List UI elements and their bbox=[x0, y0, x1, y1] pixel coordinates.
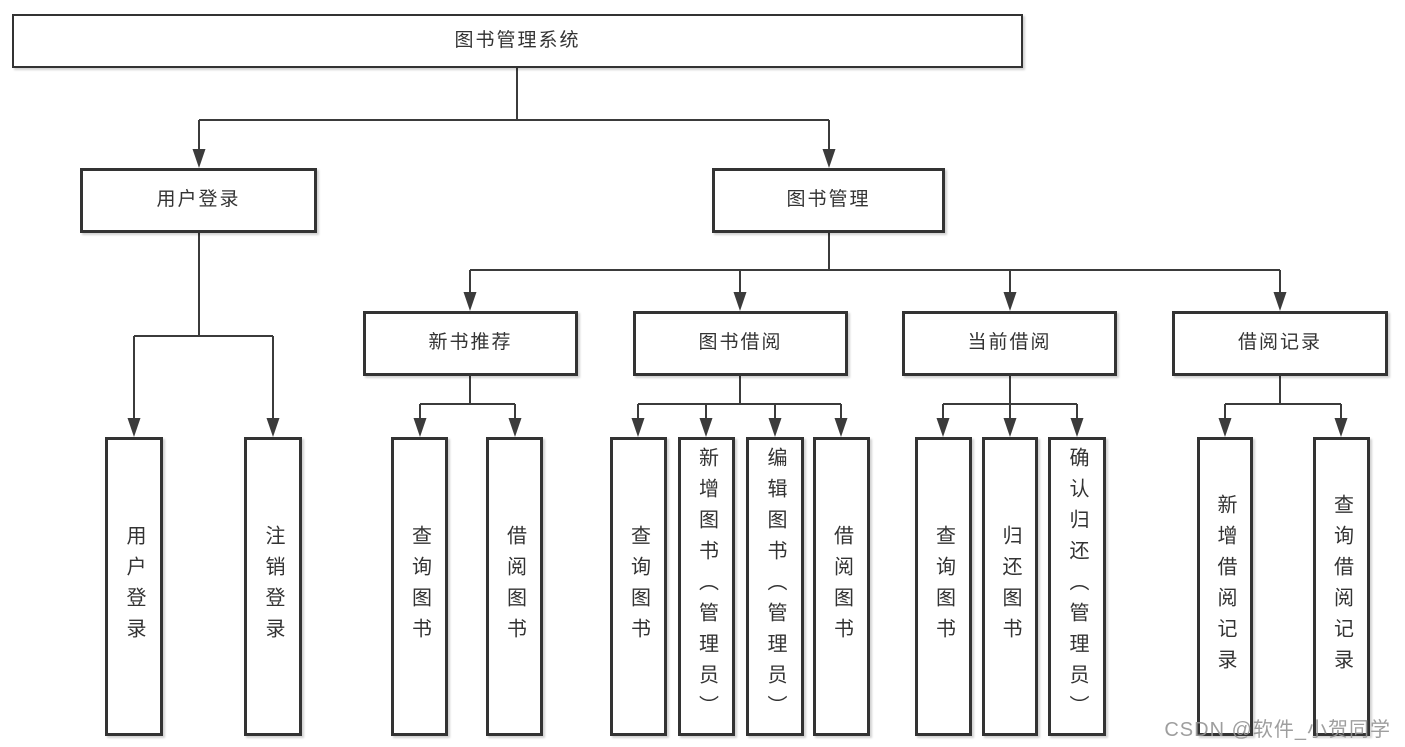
node-borrowing-records: 借阅记录 bbox=[1172, 311, 1388, 376]
node-new-book-recommend: 新书推荐 bbox=[363, 311, 578, 376]
connector-current-arrowheads bbox=[936, 418, 1084, 437]
leaf-recommend-borrow-books: 借阅图书 bbox=[486, 437, 543, 736]
leaf-current-query-books: 查询图书 bbox=[915, 437, 972, 736]
connector-recommend-children bbox=[419, 376, 516, 419]
node-book-borrowing: 图书借阅 bbox=[633, 311, 848, 376]
leaf-borrowing-edit-books-admin-label: 编辑图书（管理员） bbox=[764, 447, 786, 726]
node-borrowing-records-label: 借阅记录 bbox=[1237, 332, 1322, 354]
leaf-current-return-books: 归还图书 bbox=[982, 437, 1038, 736]
leaf-user-login-label: 用户登录 bbox=[123, 524, 145, 649]
connector-root-to-level2-arrowheads bbox=[192, 149, 836, 168]
connector-records-arrowheads bbox=[1218, 418, 1348, 437]
leaf-logout-label: 注销登录 bbox=[262, 524, 284, 649]
leaf-records-query-record-label: 查询借阅记录 bbox=[1330, 493, 1353, 680]
leaf-current-confirm-return-admin-label: 确认归还（管理员） bbox=[1066, 447, 1088, 726]
connector-borrowing-children bbox=[637, 376, 842, 419]
node-new-book-recommend-label: 新书推荐 bbox=[428, 332, 513, 354]
leaf-current-confirm-return-admin: 确认归还（管理员） bbox=[1048, 437, 1106, 736]
leaf-borrowing-edit-books-admin: 编辑图书（管理员） bbox=[746, 437, 804, 736]
node-book-management-label: 图书管理 bbox=[786, 189, 871, 211]
node-current-borrowing-label: 当前借阅 bbox=[967, 332, 1052, 354]
node-book-borrowing-label: 图书借阅 bbox=[698, 332, 783, 354]
node-library-system-label: 图书管理系统 bbox=[454, 29, 581, 51]
leaf-current-return-books-label: 归还图书 bbox=[999, 524, 1021, 649]
leaf-recommend-query-books: 查询图书 bbox=[391, 437, 448, 736]
leaf-borrowing-borrow-books: 借阅图书 bbox=[813, 437, 870, 736]
leaf-borrowing-query-books-label: 查询图书 bbox=[627, 524, 650, 649]
connector-book-management-children bbox=[469, 233, 1281, 293]
connector-records-children bbox=[1224, 376, 1342, 419]
connector-borrowing-arrowheads bbox=[631, 418, 848, 437]
leaf-recommend-borrow-books-label: 借阅图书 bbox=[503, 524, 526, 649]
leaf-borrowing-borrow-books-label: 借阅图书 bbox=[830, 524, 853, 649]
node-user-login: 用户登录 bbox=[80, 168, 317, 233]
leaf-recommend-query-books-label: 查询图书 bbox=[408, 524, 431, 649]
connector-user-login-children bbox=[133, 233, 274, 419]
connector-book-management-arrowheads bbox=[463, 292, 1287, 311]
connector-current-children bbox=[942, 376, 1078, 419]
connector-user-login-arrowheads bbox=[127, 418, 280, 437]
connector-root-to-level2 bbox=[198, 68, 830, 150]
node-current-borrowing: 当前借阅 bbox=[902, 311, 1117, 376]
connector-recommend-arrowheads bbox=[413, 418, 522, 437]
leaf-logout: 注销登录 bbox=[244, 437, 302, 736]
csdn-watermark: CSDN @软件_小贺同学 bbox=[1164, 719, 1391, 741]
leaf-user-login: 用户登录 bbox=[105, 437, 163, 736]
leaf-borrowing-query-books: 查询图书 bbox=[610, 437, 667, 736]
node-library-system: 图书管理系统 bbox=[12, 14, 1023, 68]
leaf-records-add-record: 新增借阅记录 bbox=[1197, 437, 1253, 736]
leaf-current-query-books-label: 查询图书 bbox=[932, 524, 955, 649]
node-book-management: 图书管理 bbox=[712, 168, 945, 233]
leaf-records-add-record-label: 新增借阅记录 bbox=[1214, 493, 1236, 680]
node-user-login-label: 用户登录 bbox=[156, 189, 241, 211]
leaf-borrowing-add-books-admin-label: 新增图书（管理员） bbox=[695, 447, 718, 726]
leaf-records-query-record: 查询借阅记录 bbox=[1313, 437, 1370, 736]
leaf-borrowing-add-books-admin: 新增图书（管理员） bbox=[678, 437, 735, 736]
